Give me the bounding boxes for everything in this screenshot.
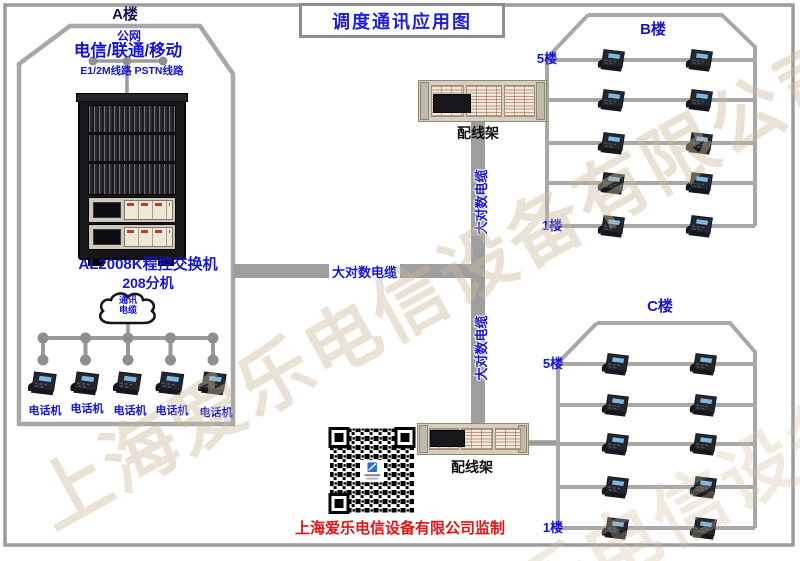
producer-text: 上海爱乐电信设备有限公司监制 bbox=[294, 520, 505, 537]
building-c-phones bbox=[601, 353, 717, 541]
panel-feeders bbox=[523, 97, 560, 446]
junction-nodes bbox=[37, 56, 219, 366]
rack-unit bbox=[88, 197, 176, 223]
building-c-floor1-label: 1楼 bbox=[542, 520, 564, 535]
patch-panel-bottom-image bbox=[417, 423, 529, 455]
building-a-outline bbox=[16, 23, 236, 427]
phone-label: 电话机 bbox=[70, 403, 104, 415]
pbx-extensions-label: 208分机 bbox=[122, 275, 174, 291]
page-title: 调度通讯应用图 bbox=[299, 3, 505, 38]
cloud-label-line1: 通讯 bbox=[118, 295, 137, 305]
telephone-icon bbox=[601, 433, 629, 457]
cloud-label-line2: 电缆 bbox=[118, 305, 137, 315]
horizontal-cable-label: 大对数电缆 bbox=[329, 261, 401, 282]
telephone-icon bbox=[601, 394, 629, 418]
vertical-cable-label-upper: 大对数电缆 bbox=[474, 169, 489, 235]
vertical-cable-label-lower: 大对数电缆 bbox=[474, 315, 489, 381]
pbx-rack-image bbox=[76, 93, 188, 266]
qr-code bbox=[328, 427, 416, 514]
telephone-icon bbox=[685, 49, 713, 73]
rack-card-shelf bbox=[88, 134, 176, 162]
telephone-icon bbox=[112, 371, 142, 396]
telephone-icon bbox=[601, 353, 629, 377]
telephone-icon bbox=[689, 394, 717, 418]
pstn-line-label: PSTN线路 bbox=[134, 65, 184, 77]
public-network-label: 公网 bbox=[116, 29, 141, 43]
telephone-icon bbox=[685, 132, 713, 156]
building-b-name: B楼 bbox=[640, 21, 666, 38]
patch-panel-top-label: 配线架 bbox=[457, 125, 499, 141]
rack-card-shelf bbox=[88, 163, 176, 195]
building-b-floor1-label: 1楼 bbox=[541, 218, 563, 233]
building-a-phones bbox=[27, 371, 227, 396]
telephone-icon bbox=[685, 172, 713, 196]
rack-cap bbox=[76, 93, 188, 102]
pbx-model-label: AL2008K程控交换机 bbox=[78, 256, 218, 273]
telephone-icon bbox=[601, 476, 629, 500]
telephone-icon bbox=[154, 371, 185, 396]
phone-label: 电话机 bbox=[113, 405, 147, 417]
building-c-floor5-label: 5楼 bbox=[542, 356, 564, 371]
patch-panel-bottom-label: 配线架 bbox=[451, 459, 493, 475]
building-b-floor5-label: 5楼 bbox=[536, 51, 558, 66]
telephone-icon bbox=[597, 172, 625, 196]
telephone-icon bbox=[197, 371, 227, 396]
rack-unit bbox=[88, 224, 176, 250]
patch-panel-top-image bbox=[418, 80, 547, 122]
telephone-icon bbox=[597, 215, 625, 239]
carriers-label: 电信/联通/移动 bbox=[73, 42, 183, 60]
comm-cable-cloud bbox=[98, 292, 156, 325]
telephone-icon bbox=[689, 433, 717, 457]
telephone-icon bbox=[689, 353, 717, 377]
building-c-name: C楼 bbox=[647, 298, 673, 315]
building-a-name: A楼 bbox=[112, 6, 138, 23]
telephone-icon bbox=[69, 371, 100, 396]
telephone-icon bbox=[689, 517, 717, 541]
telephone-icon bbox=[685, 89, 713, 113]
telephone-icon bbox=[597, 89, 625, 113]
qr-center-logo bbox=[360, 460, 384, 483]
phone-label: 电话机 bbox=[155, 405, 189, 417]
phone-label: 电话机 bbox=[199, 407, 233, 419]
rack-card-shelf bbox=[88, 105, 176, 133]
building-c-outline bbox=[556, 321, 757, 530]
phone-label: 电话机 bbox=[28, 405, 62, 417]
telephone-icon bbox=[689, 476, 717, 500]
telephone-icon bbox=[685, 215, 713, 239]
telephone-icon bbox=[27, 371, 57, 396]
building-b-outline bbox=[545, 13, 757, 228]
telephone-icon bbox=[601, 517, 629, 541]
qr-finder-patterns bbox=[328, 427, 416, 514]
e1-2m-line-label: E1/2M线路 bbox=[80, 65, 132, 77]
telephone-icon bbox=[597, 49, 625, 73]
telephone-icon bbox=[597, 132, 625, 156]
